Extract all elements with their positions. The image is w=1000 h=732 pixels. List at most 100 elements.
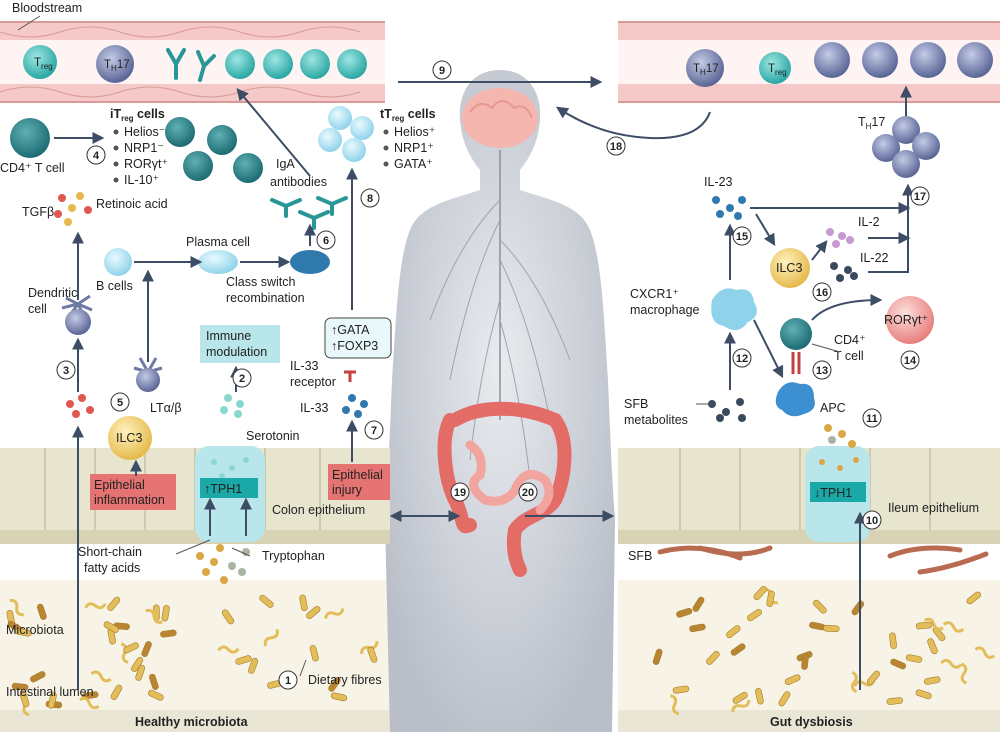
- il2-label: IL-2: [858, 215, 880, 229]
- tgfb-dots-lower: [66, 394, 94, 418]
- svg-text:2: 2: [239, 373, 245, 385]
- foxp3-label: ↑FOXP3: [331, 339, 378, 353]
- epi-inflam-label-1: Epithelial: [94, 478, 145, 492]
- svg-text:15: 15: [736, 231, 748, 243]
- bacterium: [30, 671, 46, 683]
- cd4-label-1: CD4⁺: [834, 333, 866, 347]
- bacterium: [812, 599, 827, 614]
- bacterium: [9, 598, 24, 617]
- il23-label: IL-23: [704, 175, 733, 189]
- bacterium: [161, 604, 170, 622]
- apc-label: APC: [820, 401, 846, 415]
- bacterium: [107, 596, 121, 611]
- step-7: 7: [364, 420, 384, 440]
- il22-dots: [830, 262, 858, 282]
- sfb-filaments: [657, 545, 989, 575]
- bullet: [383, 145, 389, 151]
- bullet: [383, 161, 389, 167]
- epithelial-inflammation-box: [90, 474, 176, 510]
- epi-injury-label-2: injury: [332, 483, 363, 497]
- bacterium: [15, 628, 32, 637]
- th17-blood-4: [957, 42, 993, 78]
- bacterium: [259, 594, 274, 608]
- il2-dots: [826, 228, 854, 248]
- gata-foxp3-box: [324, 317, 392, 359]
- cd4-t-cell: [10, 118, 50, 158]
- step-6: 6: [316, 230, 336, 250]
- svg-text:Treg: Treg: [768, 63, 787, 77]
- bacterium: [927, 638, 938, 655]
- bacterium: [784, 674, 801, 685]
- bacterium: [966, 591, 982, 605]
- right-footer: [618, 710, 1000, 732]
- class-switch-label: Class switch: [226, 275, 296, 289]
- bacterium: [730, 643, 746, 656]
- ilc3-cell-right: [770, 248, 810, 288]
- treg-blood-1: [225, 49, 255, 79]
- dysbiosis-bacteria: [652, 586, 995, 716]
- bacterium: [221, 609, 235, 625]
- bullet: [113, 177, 119, 183]
- bacterium: [974, 646, 995, 659]
- marker-item: IL-10⁺: [124, 173, 159, 187]
- ilc3-label-left: ILC3: [116, 431, 142, 445]
- treg-blood-3: [300, 49, 330, 79]
- step-15: 15: [732, 226, 752, 246]
- scfa-tryptophan-dots: [196, 544, 250, 584]
- th17-cluster-label: TH17: [858, 115, 885, 131]
- bacterium: [309, 645, 319, 662]
- class-switched-cell: [290, 250, 330, 274]
- ror-cell: [886, 296, 934, 344]
- bacterium: [766, 590, 775, 607]
- cxcr1-label-2: macrophage: [630, 303, 700, 317]
- bacterium: [755, 688, 764, 705]
- bacterium: [217, 645, 240, 654]
- svg-text:11: 11: [866, 413, 878, 425]
- dendritic-label: Dendritic: [28, 286, 77, 300]
- bacterium: [905, 654, 923, 663]
- dendritic-cell: [61, 294, 93, 335]
- intestinal-lumen-label: Intestinal lumen: [6, 685, 94, 699]
- treg-blood-4: [337, 49, 367, 79]
- sfb-metabolite-dots: [708, 398, 746, 422]
- iga-antibodies: [270, 196, 348, 230]
- bacterium: [248, 657, 259, 674]
- marker-item: GATA⁺: [394, 157, 433, 171]
- svg-text:Treg: Treg: [34, 57, 53, 71]
- svg-text:7: 7: [371, 425, 377, 437]
- vessel-right: [618, 21, 1000, 103]
- itreg-cells: [165, 117, 263, 183]
- bacterium: [120, 642, 129, 664]
- svg-text:13: 13: [816, 365, 828, 377]
- bacterium: [263, 629, 279, 647]
- sfb-label: SFB: [628, 549, 652, 563]
- ileum-epithelium-label: Ileum epithelium: [888, 501, 979, 515]
- bacterium: [672, 685, 690, 694]
- tph1-up-box: [200, 478, 258, 498]
- bacterium: [299, 594, 308, 612]
- treg-cell-left: Treg: [23, 45, 57, 79]
- plasma-cell: [198, 250, 238, 274]
- bacterium: [235, 655, 252, 665]
- step-17: 17: [910, 186, 930, 206]
- bacterium: [131, 657, 144, 672]
- arrows: [54, 76, 914, 690]
- bacterium: [886, 697, 904, 705]
- bacterium: [942, 621, 965, 633]
- bacterium: [367, 646, 378, 663]
- bacterium: [823, 624, 840, 633]
- step-14: 14: [900, 350, 920, 370]
- lta-dendritic-cell: [133, 357, 163, 392]
- step-11: 11: [862, 408, 882, 428]
- step-10: 10: [862, 510, 882, 530]
- step-8: 8: [360, 188, 380, 208]
- bacterium: [11, 682, 29, 691]
- bacterium: [652, 648, 663, 665]
- bacterium: [79, 696, 100, 710]
- ttreg-title: tTreg cells: [380, 107, 436, 123]
- step-4: 4: [86, 145, 106, 165]
- bacterium: [324, 608, 345, 619]
- b-cells-label: B cells: [96, 279, 133, 293]
